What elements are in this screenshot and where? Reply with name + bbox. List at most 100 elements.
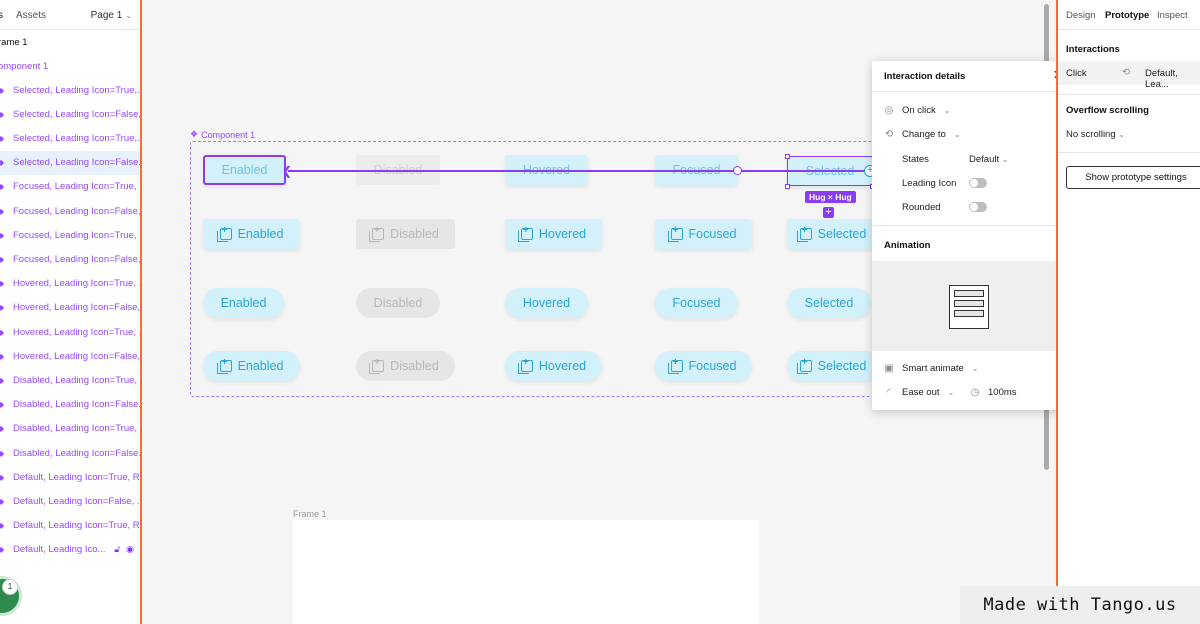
layer-frame[interactable]: rame 1 — [0, 30, 140, 54]
layer-label: Disabled, Leading Icon=True, ... — [13, 374, 140, 386]
layer-item[interactable]: ◆Default, Leading Ico...🔓︎◉ — [0, 538, 140, 562]
add-auto-layout-icon[interactable]: + — [823, 207, 834, 218]
layer-item[interactable]: ◆Default, Leading Icon=False, ... — [0, 489, 140, 513]
variant-label: Hovered — [538, 227, 587, 241]
connection-node[interactable] — [733, 166, 742, 175]
variant-selected-rounded[interactable]: Selected — [787, 288, 871, 318]
animation-type-select[interactable]: ▣ Smart animate ⌄ — [884, 363, 978, 374]
variant-hovered-rounded-icon[interactable]: Hovered — [505, 351, 602, 381]
trigger-select[interactable]: ◎ On click ⌄ — [884, 105, 951, 116]
rounded-toggle[interactable] — [969, 202, 987, 212]
page-selector[interactable]: Page 1 ⌄ — [91, 10, 132, 21]
overflow-select[interactable]: No scrolling ⌄ — [1066, 129, 1125, 140]
frame-label[interactable]: Frame 1 — [293, 509, 327, 519]
layer-label: Default, Leading Icon=True, R... — [13, 471, 140, 483]
avatar-badge: 1 — [2, 579, 18, 595]
duration-field[interactable]: ◷ 100ms — [970, 387, 1017, 398]
add-library-icon — [667, 225, 683, 242]
preview-bar — [954, 290, 984, 297]
layer-item[interactable]: ◆Selected, Leading Icon=False,... — [0, 102, 140, 126]
leading-icon-toggle[interactable] — [969, 178, 987, 188]
variant-icon: ◆ — [0, 473, 4, 482]
tab-layers[interactable]: s — [0, 10, 3, 21]
prototype-connection-line[interactable] — [288, 170, 870, 172]
tab-inspect[interactable]: Inspect — [1157, 10, 1188, 21]
variant-label: Focused — [672, 296, 721, 310]
variant-icon: ◆ — [0, 158, 4, 167]
variant-enabled-rounded-icon[interactable]: Enabled — [203, 351, 300, 381]
variant-icon: ◆ — [0, 400, 4, 409]
variant-selected-rounded-icon[interactable]: Selected — [787, 351, 879, 381]
properties-panel: Design Prototype Inspect Interactions Cl… — [1056, 0, 1200, 624]
tab-design[interactable]: Design — [1066, 10, 1096, 21]
layer-actions: 🔓︎ ◉ — [114, 544, 134, 555]
variant-disabled-icon[interactable]: Disabled — [356, 219, 455, 249]
variant-icon: ◆ — [0, 255, 4, 264]
eye-icon[interactable]: ◉ — [126, 543, 134, 554]
add-library-icon — [796, 357, 812, 374]
variant-enabled-rounded[interactable]: Enabled — [203, 288, 284, 318]
layer-item[interactable]: ◆Focused, Leading Icon=False,... — [0, 199, 140, 223]
resize-handle[interactable] — [785, 184, 790, 189]
variant-label: Enabled — [237, 359, 284, 373]
layer-item[interactable]: ◆Selected, Leading Icon=True,... — [0, 126, 140, 150]
variant-hovered-icon[interactable]: Hovered — [505, 219, 602, 249]
variant-label: Hovered — [522, 296, 571, 310]
variant-focused-rounded-icon[interactable]: Focused — [655, 351, 752, 381]
interaction-row[interactable]: Click ⟲ Default, Lea... — [1058, 61, 1200, 90]
layer-item[interactable]: ◆Hovered, Leading Icon=True, ... — [0, 320, 140, 344]
layer-item[interactable]: ◆Focused, Leading Icon=False,... — [0, 247, 140, 271]
prop-states-select[interactable]: Default ⌄ — [969, 154, 1008, 165]
layer-item[interactable]: ◆Focused, Leading Icon=True, ... — [0, 223, 140, 247]
variant-icon: ◆ — [0, 521, 4, 530]
variant-hovered-rounded[interactable]: Hovered — [505, 288, 588, 318]
variant-disabled-rounded-icon[interactable]: Disabled — [356, 351, 455, 381]
chevron-down-icon: ⌄ — [953, 130, 961, 139]
variant-disabled-rounded[interactable]: Disabled — [356, 288, 440, 318]
variant-selected-icon[interactable]: Selected — [787, 219, 879, 249]
lock-icon[interactable]: 🔓︎ — [114, 543, 121, 554]
variant-label: Focused — [688, 359, 737, 373]
layer-item[interactable]: ◆Hovered, Leading Icon=True, ... — [0, 272, 140, 296]
frame-1[interactable] — [293, 520, 759, 624]
layer-item[interactable]: ◆Disabled, Leading Icon=True, ... — [0, 368, 140, 392]
layer-item[interactable]: ◆ Default, Leading Icon=True, R... — [0, 465, 140, 489]
layer-label: Hovered, Leading Icon=False,... — [13, 302, 140, 314]
variant-focused-icon[interactable]: Focused — [655, 219, 752, 249]
variant-label: Selected — [817, 359, 867, 373]
chevron-down-icon: ⌄ — [971, 364, 979, 373]
variant-focused-rounded[interactable]: Focused — [655, 288, 738, 318]
layer-item[interactable]: ◆Disabled, Leading Icon=False... — [0, 393, 140, 417]
action-select[interactable]: ⟲ Change to ⌄ — [884, 129, 961, 140]
variant-label: Enabled — [237, 227, 284, 241]
layer-item[interactable]: ◆Hovered, Leading Icon=False,... — [0, 296, 140, 320]
layer-item[interactable]: ◆ Selected, Leading Icon=False... — [0, 150, 140, 175]
layer-label: Default, Leading Icon=False, ... — [13, 495, 140, 507]
layer-item[interactable]: ◆Focused, Leading Icon=True, ... — [0, 175, 140, 199]
layer-item[interactable]: ◆Default, Leading Icon=True, R... — [0, 514, 140, 538]
add-library-icon — [369, 357, 385, 374]
easing-curve-icon: ◜ — [887, 387, 891, 398]
easing-select[interactable]: ◜ Ease out ⌄ — [884, 387, 954, 398]
layer-item[interactable]: ◆Disabled, Leading Icon=False... — [0, 441, 140, 465]
layer-label: Disabled, Leading Icon=False... — [13, 447, 140, 459]
variant-icon: ◆ — [0, 352, 4, 361]
overflow-value: No scrolling — [1066, 129, 1116, 140]
swap-icon: ⟲ — [1122, 67, 1130, 78]
tab-assets[interactable]: Assets — [16, 10, 47, 21]
animation-title: Animation — [884, 240, 931, 251]
layer-label: Selected, Leading Icon=False... — [13, 157, 140, 169]
variant-enabled-square[interactable]: Enabled — [203, 155, 286, 185]
animation-type-label: Smart animate — [902, 363, 964, 374]
layer-component[interactable]: omponent 1 — [0, 54, 140, 78]
component-label[interactable]: ❖ Component 1 — [190, 129, 255, 140]
layer-item[interactable]: ◆Disabled, Leading Icon=True, ... — [0, 417, 140, 441]
smart-animate-icon: ▣ — [884, 363, 894, 374]
variant-enabled-icon[interactable]: Enabled — [203, 219, 300, 249]
layer-item[interactable]: ◆Selected, Leading Icon=True,... — [0, 78, 140, 102]
layer-item[interactable]: ◆Hovered, Leading Icon=False,... — [0, 344, 140, 368]
tab-prototype[interactable]: Prototype — [1105, 10, 1150, 21]
chevron-down-icon: ⌄ — [125, 11, 132, 20]
resize-handle[interactable] — [785, 154, 790, 159]
show-prototype-settings-button[interactable]: Show prototype settings — [1066, 166, 1200, 189]
